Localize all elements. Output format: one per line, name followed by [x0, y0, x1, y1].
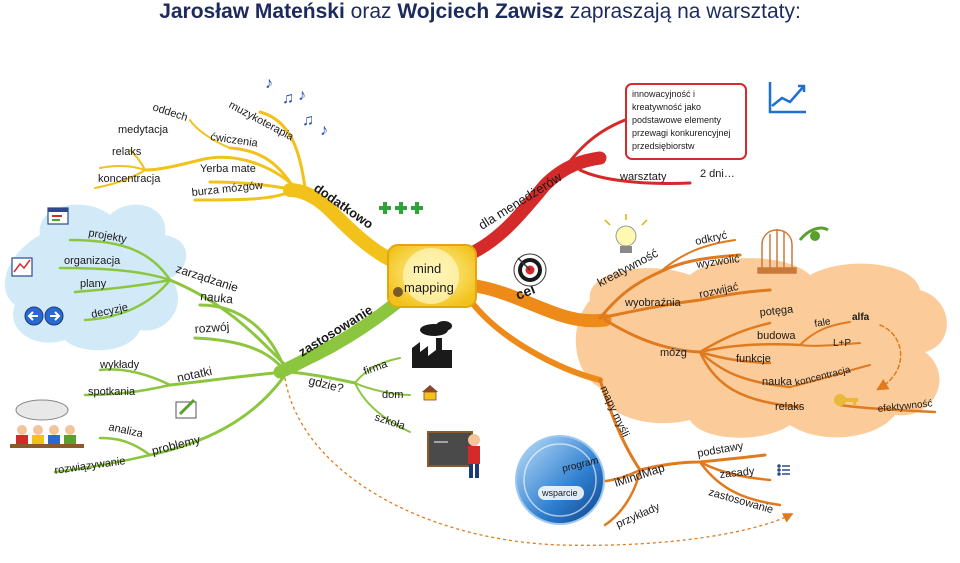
- disc-icon: program wsparcie: [515, 435, 605, 525]
- note-line4: przewagi konkurencyjnej: [632, 128, 731, 138]
- title-person1: Jarosław Mateński: [159, 0, 345, 23]
- note-line1: innowacyjność i: [632, 89, 695, 99]
- label-rozwoj: rozwój: [194, 320, 230, 336]
- lightbulb-icon: [604, 214, 648, 253]
- note-line3: podstawowe elementy: [632, 115, 722, 125]
- birdcage-icon: [757, 226, 829, 274]
- label-warsztaty: warsztaty: [619, 171, 667, 183]
- label-koncentracja-top: koncentracja: [98, 173, 161, 185]
- title-person2: Wojciech Zawisz: [397, 0, 564, 23]
- label-imindmap: iMindMap: [613, 460, 667, 489]
- label-spotkania: spotkania: [88, 386, 136, 398]
- title-connector: oraz: [350, 0, 392, 23]
- label-2-dni: 2 dni…: [700, 168, 735, 180]
- svg-text:♫: ♫: [282, 90, 294, 107]
- label-nauka: nauka: [200, 289, 234, 306]
- music-notes-icon: ♪♫♪ ♫♪: [265, 75, 328, 139]
- label-plany: plany: [80, 278, 107, 290]
- center-line1: mind: [413, 261, 441, 276]
- label-burza-mozgow: burza mózgów: [191, 180, 263, 199]
- team-icon: [10, 399, 84, 448]
- branch-mapy-mysli: [588, 378, 782, 527]
- calendar-icon: [11, 257, 33, 277]
- main-branches: [273, 151, 612, 383]
- label-gdzie: gdzie?: [307, 373, 345, 395]
- label-zasady: zasady: [719, 465, 755, 481]
- label-zastosowanie-imm: zastosowanie: [707, 486, 774, 516]
- branch-dla-menedzerow: [558, 118, 692, 185]
- label-organizacja: organizacja: [64, 255, 121, 267]
- label-problemy: problemy: [150, 432, 201, 458]
- note-line5: przedsiębiorstw: [632, 141, 695, 151]
- pencil-icon: [175, 398, 197, 419]
- note-box: innowacyjność i kreatywność jako podstaw…: [625, 83, 747, 160]
- label-yerba-mate: Yerba mate: [200, 163, 256, 175]
- label-alfa: alfa: [852, 312, 870, 323]
- label-wsparcie: wsparcie: [541, 488, 578, 498]
- label-funkcje: funkcje: [736, 353, 771, 365]
- house-icon: [422, 385, 438, 401]
- label-l-plus-p: L+P: [833, 338, 851, 349]
- key-icon: [834, 394, 858, 406]
- list-icon: [777, 464, 790, 476]
- label-potega: potęga: [759, 303, 795, 319]
- dotted-link: [284, 377, 794, 546]
- target-icon: [513, 253, 547, 287]
- note-line2: kreatywność jako: [632, 102, 701, 112]
- branch-cel: [598, 239, 937, 414]
- branch-zastosowanie: [53, 238, 411, 474]
- factory-icon: [412, 321, 452, 368]
- svg-text:♪: ♪: [265, 75, 273, 92]
- page-title: Jarosław Mateński oraz Wojciech Zawisz z…: [0, 0, 960, 24]
- growth-chart-icon: [768, 82, 806, 114]
- svg-text:♪: ♪: [320, 122, 328, 139]
- label-szkola: szkoła: [373, 411, 407, 432]
- label-budowa: budowa: [757, 330, 796, 342]
- svg-text:♪: ♪: [298, 87, 306, 104]
- teacher-icon: [427, 431, 480, 478]
- label-fale: fale: [814, 316, 832, 330]
- window-icon: [47, 207, 69, 225]
- label-firma: firma: [362, 358, 390, 378]
- label-mozg: mózg: [660, 347, 687, 359]
- center-line2: mapping: [404, 280, 454, 295]
- svg-text:♫: ♫: [302, 112, 314, 129]
- title-invitation: zapraszają na warsztaty:: [569, 0, 801, 23]
- label-relaks-mozg: relaks: [775, 401, 805, 413]
- label-wyklady: wykłady: [99, 359, 140, 371]
- arrows-icon: [24, 306, 64, 326]
- label-rozwiazywanie: rozwiązywanie: [54, 455, 127, 477]
- orange-cloud: [575, 258, 947, 438]
- label-przyklady: przykłady: [614, 501, 662, 531]
- label-analiza: analiza: [107, 421, 144, 440]
- branch-dodatkowo: [94, 110, 307, 202]
- label-wyobraznia: wyobraźnia: [624, 297, 682, 309]
- plus-icon: [379, 202, 423, 214]
- label-dom: dom: [382, 389, 403, 401]
- label-medytacja: medytacja: [118, 124, 169, 136]
- label-relaks-top: relaks: [112, 146, 142, 158]
- label-oddech: oddech: [151, 101, 189, 124]
- label-nauka-mozg: nauka: [762, 376, 793, 388]
- central-node: mind mapping: [387, 244, 477, 308]
